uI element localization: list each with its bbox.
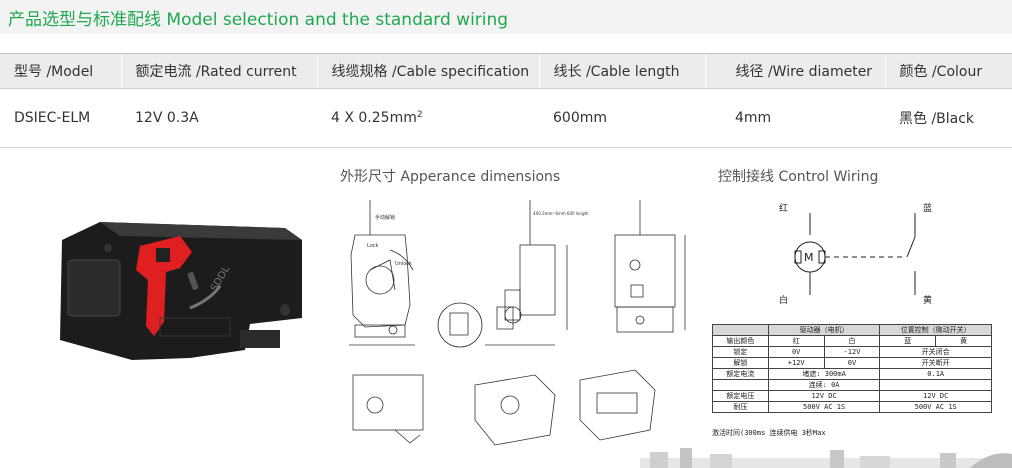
ctl-cell: 输出颜色 — [712, 335, 769, 347]
table-row: 连续: 0A — [712, 379, 992, 391]
ctl-cell: 黄 — [935, 335, 992, 347]
ctl-cell: 红 — [767, 335, 825, 347]
table-row: 耐压 500V AC 1S 500V AC 1S — [712, 401, 992, 413]
header-cable-length: 线长 /Cable length — [538, 53, 705, 89]
page-title: 产品选型与标准配线 Model selection and the standa… — [8, 10, 509, 30]
control-table-header: 驱动器（电机） 位置控制（微动开关） — [712, 324, 992, 336]
control-wiring-diagram: M 红 白 蓝 黄 — [779, 202, 932, 306]
blue-wire-label: 蓝 — [923, 202, 932, 214]
ctl-h1: 驱动器（电机） — [767, 324, 881, 336]
ctl-cell: 12V DC — [767, 390, 881, 402]
ctl-cell: 解锁 — [712, 357, 769, 369]
dimension-drawings: 手动解锁 Lock Unlock 4X0.2mm² 6mm 600 length — [349, 200, 686, 446]
header-rated-current: 额定电流 /Rated current — [120, 53, 317, 89]
ctl-cell: 12V DC — [879, 390, 992, 402]
header-cable-spec: 线缆规格 /Cable specification — [316, 53, 539, 89]
ctl-cell: 500V AC 1S — [767, 401, 881, 413]
lock-label: Lock — [367, 243, 379, 249]
ctl-cell: 连续: 0A — [767, 379, 881, 391]
table-row: 输出颜色 红 白 蓝 黄 — [712, 335, 992, 347]
spec-table: 型号 /Model 额定电流 /Rated current 线缆规格 /Cabl… — [0, 53, 1012, 148]
dimensions-label: 外形尺寸 Apperance dimensions — [340, 169, 561, 185]
red-wire-label: 红 — [779, 202, 788, 214]
product-image: SDDL — [60, 222, 302, 360]
ctl-cell: 0V — [767, 346, 825, 358]
spec-header-row: 型号 /Model 额定电流 /Rated current 线缆规格 /Cabl… — [0, 53, 1012, 89]
ctl-h3: 位置控制（微动开关） — [879, 324, 992, 336]
cell-cable-spec: 4 X 0.25mm2 — [317, 88, 539, 148]
title-bar: 产品选型与标准配线 Model selection and the standa… — [0, 0, 1012, 34]
ctl-cell — [712, 379, 769, 391]
unlock-label: Unlock — [395, 261, 412, 267]
cell-model: DSIEC-ELM — [0, 88, 121, 148]
cell-current: 12V 0.3A — [121, 88, 317, 148]
ctl-cell — [879, 379, 992, 391]
cell-diameter: 4mm — [705, 88, 885, 148]
ctl-cell: 堵遮: 300mA — [767, 368, 881, 380]
cell-colour: 黑色 /Black — [885, 88, 1012, 148]
ctl-cell: 开关闭合 — [879, 346, 992, 358]
white-wire-label: 白 — [779, 294, 788, 306]
header-model: 型号 /Model — [0, 53, 121, 89]
decorative-cityscape — [640, 448, 1012, 468]
wiring-label: 控制接线 Control Wiring — [718, 169, 879, 185]
ctl-cell: 白 — [823, 335, 881, 347]
cable-spec-text: 4 X 0.25mm — [331, 110, 417, 126]
ctl-h0 — [712, 324, 769, 336]
ctl-cell: +12V — [767, 357, 825, 369]
header-wire-diameter: 线径 /Wire diameter — [704, 53, 885, 89]
cell-length: 600mm — [539, 88, 705, 148]
cable-spec-superscript: 2 — [416, 110, 423, 120]
table-row: 额定电流 堵遮: 300mA 0.1A — [712, 368, 992, 380]
ctl-cell: 耐压 — [712, 401, 769, 413]
ctl-cell: 0.1A — [879, 368, 992, 380]
control-table-note: 激活时间(300ms 连续供电 3秒Max — [712, 429, 826, 437]
table-row: 解锁 +12V 0V 开关断开 — [712, 357, 992, 369]
ctl-cell: 开关断开 — [879, 357, 992, 369]
cable-note-label: 4X0.2mm² 6mm 600 length — [533, 211, 589, 216]
motor-symbol: M — [804, 251, 814, 264]
ctl-cell: 额定电压 — [712, 390, 769, 402]
ctl-cell: 0V — [823, 357, 881, 369]
yellow-wire-label: 黄 — [923, 294, 932, 306]
red-lever — [136, 236, 192, 336]
table-row: 额定电压 12V DC 12V DC — [712, 390, 992, 402]
control-table: 驱动器（电机） 位置控制（微动开关） 输出颜色 红 白 蓝 黄 锁定 0V -1… — [712, 324, 992, 413]
ctl-cell: 蓝 — [879, 335, 937, 347]
spec-data-row: DSIEC-ELM 12V 0.3A 4 X 0.25mm2 600mm 4mm… — [0, 88, 1012, 148]
ctl-cell: 额定电流 — [712, 368, 769, 380]
ctl-cell: 500V AC 1S — [879, 401, 992, 413]
ctl-cell: -12V — [823, 346, 881, 358]
header-colour: 颜色 /Colour — [884, 53, 1012, 89]
manual-release-label: 手动解锁 — [375, 214, 395, 221]
ctl-cell: 锁定 — [712, 346, 769, 358]
table-row: 锁定 0V -12V 开关闭合 — [712, 346, 992, 358]
